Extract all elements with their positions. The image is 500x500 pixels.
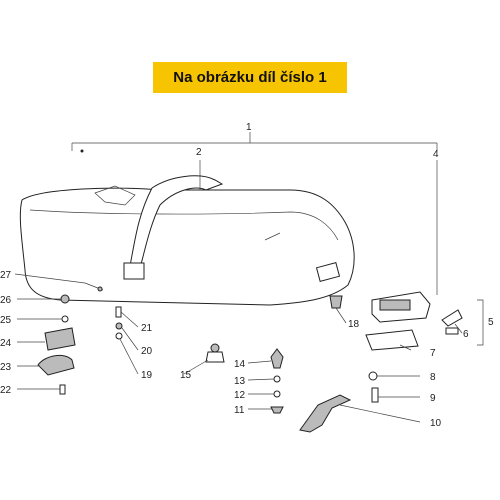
callout-19: 19 bbox=[141, 370, 153, 381]
part-shapes bbox=[37, 282, 463, 433]
callout-labels: 1 2 4 5 6 7 8 9 10 11 12 13 14 15 18 19 … bbox=[0, 122, 494, 429]
callout-7: 7 bbox=[430, 348, 436, 359]
callout-24: 24 bbox=[0, 338, 12, 349]
callout-23: 23 bbox=[0, 362, 12, 373]
callout-21: 21 bbox=[141, 323, 153, 334]
callout-25: 25 bbox=[0, 315, 12, 326]
callout-18: 18 bbox=[348, 319, 360, 330]
callout-8: 8 bbox=[430, 372, 436, 383]
callout-6: 6 bbox=[463, 329, 469, 340]
callout-5: 5 bbox=[488, 317, 494, 328]
callout-26: 26 bbox=[0, 295, 12, 306]
assembly-bracket bbox=[71, 132, 438, 153]
callout-27: 27 bbox=[0, 270, 12, 281]
callout-13: 13 bbox=[234, 376, 246, 387]
leader-lines bbox=[14, 160, 484, 423]
callout-15: 15 bbox=[180, 370, 192, 381]
callout-12: 12 bbox=[234, 390, 246, 401]
callout-14: 14 bbox=[234, 359, 246, 370]
banner-text: Na obrázku díl číslo 1 bbox=[173, 69, 327, 86]
callout-11: 11 bbox=[234, 405, 245, 416]
callout-10: 10 bbox=[430, 418, 442, 429]
callout-2: 2 bbox=[196, 147, 202, 158]
callout-20: 20 bbox=[141, 346, 153, 357]
callout-22: 22 bbox=[0, 385, 12, 396]
callout-1: 1 bbox=[246, 122, 252, 133]
callout-4: 4 bbox=[433, 149, 439, 160]
callout-9: 9 bbox=[430, 393, 436, 404]
title-banner: Na obrázku díl číslo 1 bbox=[153, 62, 347, 93]
seat-drawing bbox=[19, 175, 355, 306]
